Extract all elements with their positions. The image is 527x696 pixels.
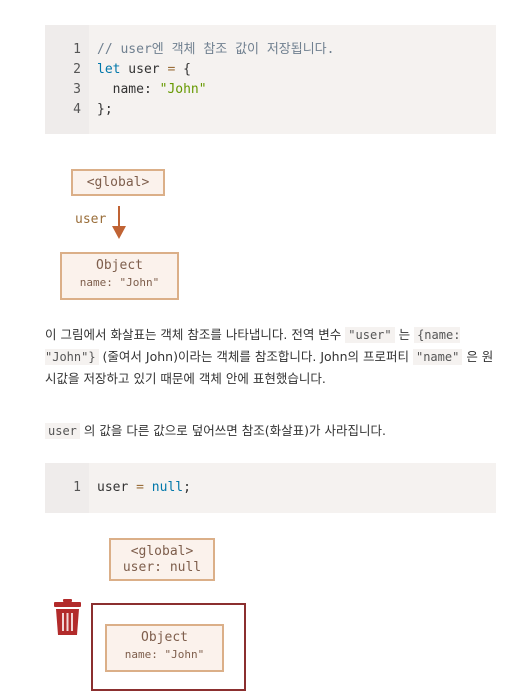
text-segment: 이 그림에서 화살표는 객체 참조를 나타냅니다. 전역 변수	[45, 327, 346, 342]
code-block-1: 1 2 3 4 // user엔 객체 참조 값이 저장됩니다. let use…	[45, 25, 496, 134]
code-operator: =	[167, 62, 176, 77]
global-label: <global>	[86, 175, 150, 190]
arrow-down-icon	[112, 206, 126, 239]
code-line-2: let user = {	[97, 60, 334, 80]
code-brace: {	[175, 62, 191, 77]
code-identifier: user	[120, 62, 168, 77]
global-box: <global>	[71, 169, 165, 196]
code-lines: user = null;	[89, 463, 191, 513]
code-line-1: user = null;	[97, 478, 191, 498]
global-box: <global> user: null	[109, 538, 215, 581]
inline-code: user	[45, 423, 80, 439]
code-colon: :	[143, 82, 160, 97]
garbage-collected-frame	[91, 603, 246, 691]
code-line-4: };	[97, 100, 334, 120]
trash-icon	[54, 599, 81, 635]
text-segment: 는	[394, 327, 415, 342]
line-numbers: 1 2 3 4	[45, 25, 89, 134]
code-identifier: user	[97, 480, 137, 495]
object-box: Object name: "John"	[60, 252, 179, 300]
code-string: "John"	[159, 82, 207, 97]
object-title: Object	[141, 630, 188, 645]
object-box: Object name: "John"	[105, 624, 224, 672]
code-line-1: // user엔 객체 참조 값이 저장됩니다.	[97, 40, 334, 60]
line-number: 2	[73, 62, 81, 77]
user-var-label: user	[75, 212, 107, 227]
code-block-2: 1 user = null;	[45, 463, 496, 513]
object-title: Object	[96, 258, 143, 273]
text-segment: 은 원시값을 저장하고 있기 때문에 객체 안에 표현했습니다.	[45, 349, 494, 386]
code-property: name	[97, 82, 144, 97]
line-number: 4	[73, 102, 81, 117]
code-semicolon: ;	[183, 480, 191, 495]
inline-code: "name"	[412, 349, 463, 365]
code-comment: // user엔 객체 참조 값이 저장됩니다.	[97, 42, 335, 57]
code-lines: // user엔 객체 참조 값이 저장됩니다. let user = { na…	[89, 25, 334, 134]
global-value: user: null	[122, 560, 202, 575]
line-number: 1	[73, 480, 81, 495]
object-property: name: "John"	[124, 648, 205, 661]
code-line-3: name: "John"	[97, 80, 334, 100]
object-property: name: "John"	[79, 276, 160, 289]
code-operator: =	[136, 480, 144, 495]
code-keyword: let	[97, 62, 121, 77]
text-segment: (줄여서 John)이라는 객체를 참조합니다. John의 프로퍼티	[98, 349, 413, 364]
line-numbers: 1	[45, 463, 89, 513]
line-number: 1	[73, 42, 81, 57]
text-segment: 의 값을 다른 값으로 덮어쓰면 참조(화살표)가 사라집니다.	[79, 423, 386, 438]
code-null: null	[143, 480, 184, 495]
paragraph-1: 이 그림에서 화살표는 객체 참조를 나타냅니다. 전역 변수 "user" 는…	[45, 324, 495, 389]
inline-code: "user"	[345, 327, 395, 343]
paragraph-2: user 의 값을 다른 값으로 덮어쓰면 참조(화살표)가 사라집니다.	[45, 420, 495, 442]
line-number: 3	[73, 82, 81, 97]
code-closing: };	[97, 102, 113, 117]
global-label: <global>	[130, 544, 194, 559]
